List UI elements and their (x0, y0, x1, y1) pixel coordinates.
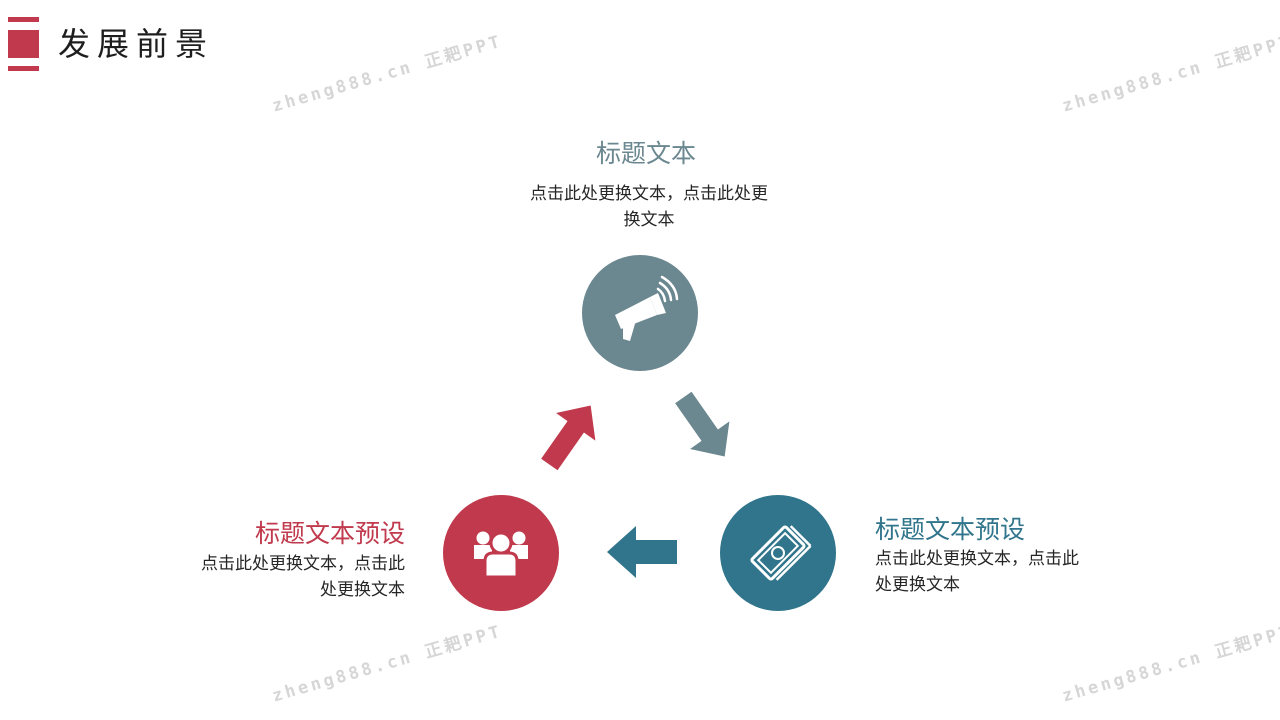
top-description-line: 点击此处更换文本，点击此处更 (530, 184, 768, 204)
right-section-description: 点击此处更换文本，点击此 处更换文本 (875, 546, 1155, 598)
title-accent-top-bar (8, 17, 39, 22)
top-description-line: 换文本 (623, 210, 675, 230)
right-description-line: 处更换文本 (875, 575, 960, 595)
title-accent-bottom-bar (8, 66, 39, 71)
title-accent-block (8, 30, 39, 58)
right-icon-circle (720, 495, 836, 611)
right-section-title: 标题文本预设 (875, 515, 1026, 544)
page-title: 发展前景 (58, 25, 215, 63)
users-icon (474, 531, 528, 579)
left-section-title: 标题文本预设 (254, 519, 405, 548)
megaphone-icon (615, 275, 679, 341)
top-icon-circle (582, 255, 698, 371)
top-section-description: 点击此处更换文本，点击此处更 换文本 (449, 181, 849, 233)
arrow-down-right (675, 391, 730, 457)
arrow-up-right (541, 405, 596, 471)
arrow-left (607, 526, 677, 578)
left-description-line: 点击此处更换文本，点击此 (201, 554, 405, 574)
left-section-description: 点击此处更换文本，点击此 处更换文本 (125, 551, 405, 603)
money-icon (750, 525, 812, 581)
top-section-title: 标题文本 (595, 139, 696, 168)
right-description-line: 点击此处更换文本，点击此 (875, 549, 1079, 569)
left-description-line: 处更换文本 (320, 580, 405, 600)
left-icon-circle (443, 495, 559, 611)
